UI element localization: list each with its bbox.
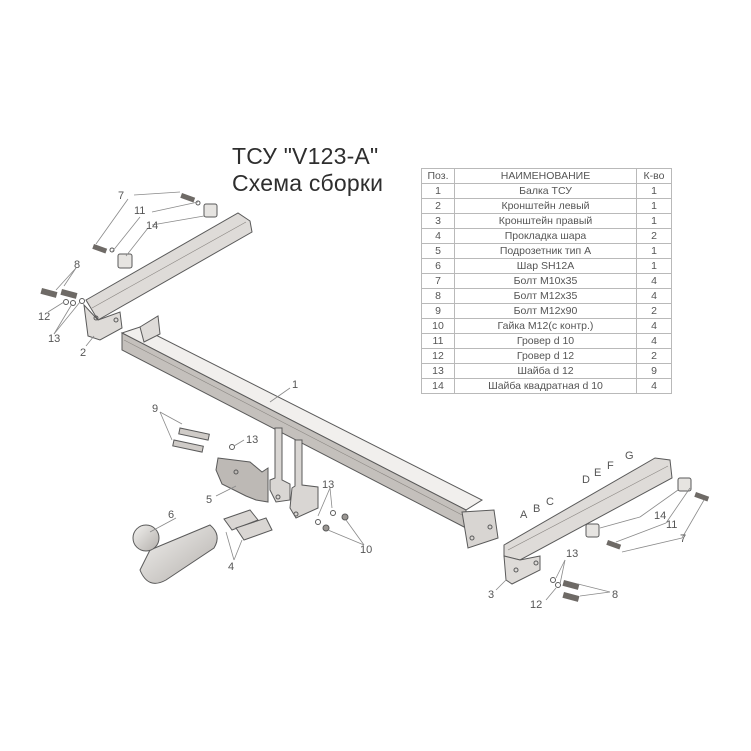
row-name: Гайка М12(с контр.) [454, 318, 637, 334]
callout-labels: 7 11 14 8 12 13 2 1 9 13 5 6 4 13 10 A B… [38, 190, 686, 611]
callout-10: 10 [360, 544, 372, 556]
callout-8-right: 8 [612, 589, 618, 601]
callout-14: 14 [146, 220, 158, 232]
title-subtitle: Схема сборки [232, 170, 384, 196]
callout-12: 12 [38, 311, 50, 323]
row-name: Болт М12х90 [454, 303, 637, 319]
callout-C: C [546, 496, 554, 508]
callout-5: 5 [206, 494, 212, 506]
callout-G: G [625, 450, 634, 462]
row-name: Подрозетник тип А [454, 243, 637, 259]
callout-A: A [520, 509, 528, 521]
callout-13-center: 13 [246, 434, 258, 446]
callout-11: 11 [134, 205, 145, 217]
title-model: ТСУ "V123-A" [232, 143, 379, 169]
callout-B: B [533, 503, 540, 515]
tow-ball [132, 524, 218, 584]
parts-table-header: Поз. НАИМЕНОВАНИЕ К-во [421, 168, 672, 184]
row-name: Кронштейн левый [454, 198, 637, 214]
callout-9: 9 [152, 403, 158, 415]
callout-1: 1 [292, 379, 298, 391]
callout-6: 6 [168, 509, 174, 521]
row-qty: 4 [636, 378, 672, 394]
callout-14-right: 14 [654, 510, 666, 522]
callout-4: 4 [228, 561, 234, 573]
callout-7-right: 7 [680, 533, 686, 545]
center-bolts [172, 427, 349, 532]
callout-D: D [582, 474, 590, 486]
callout-7: 7 [118, 190, 124, 202]
tow-beam [120, 315, 499, 549]
header-pos: Поз. [421, 168, 455, 184]
callout-11-right: 11 [666, 519, 677, 531]
row-name: Шар SH12A [454, 258, 637, 274]
callout-12-right: 12 [530, 599, 542, 611]
row-qty: 1 [636, 243, 672, 259]
socket-bracket [215, 457, 269, 503]
ball-spacers [223, 509, 273, 541]
leader-lines [47, 191, 705, 601]
callout-13: 13 [48, 333, 60, 345]
right-bracket [503, 457, 710, 602]
callout-3: 3 [488, 589, 494, 601]
callout-8: 8 [74, 259, 80, 271]
callout-F: F [607, 460, 614, 472]
callout-13-right: 13 [566, 548, 578, 560]
callout-E: E [594, 467, 601, 479]
diagram-title: ТСУ "V123-A" Схема сборки [232, 143, 383, 197]
left-bracket [40, 193, 253, 341]
callout-2: 2 [80, 347, 86, 359]
row-name: Шайба квадратная d 10 [454, 378, 637, 394]
callout-13-nuts: 13 [322, 479, 334, 491]
